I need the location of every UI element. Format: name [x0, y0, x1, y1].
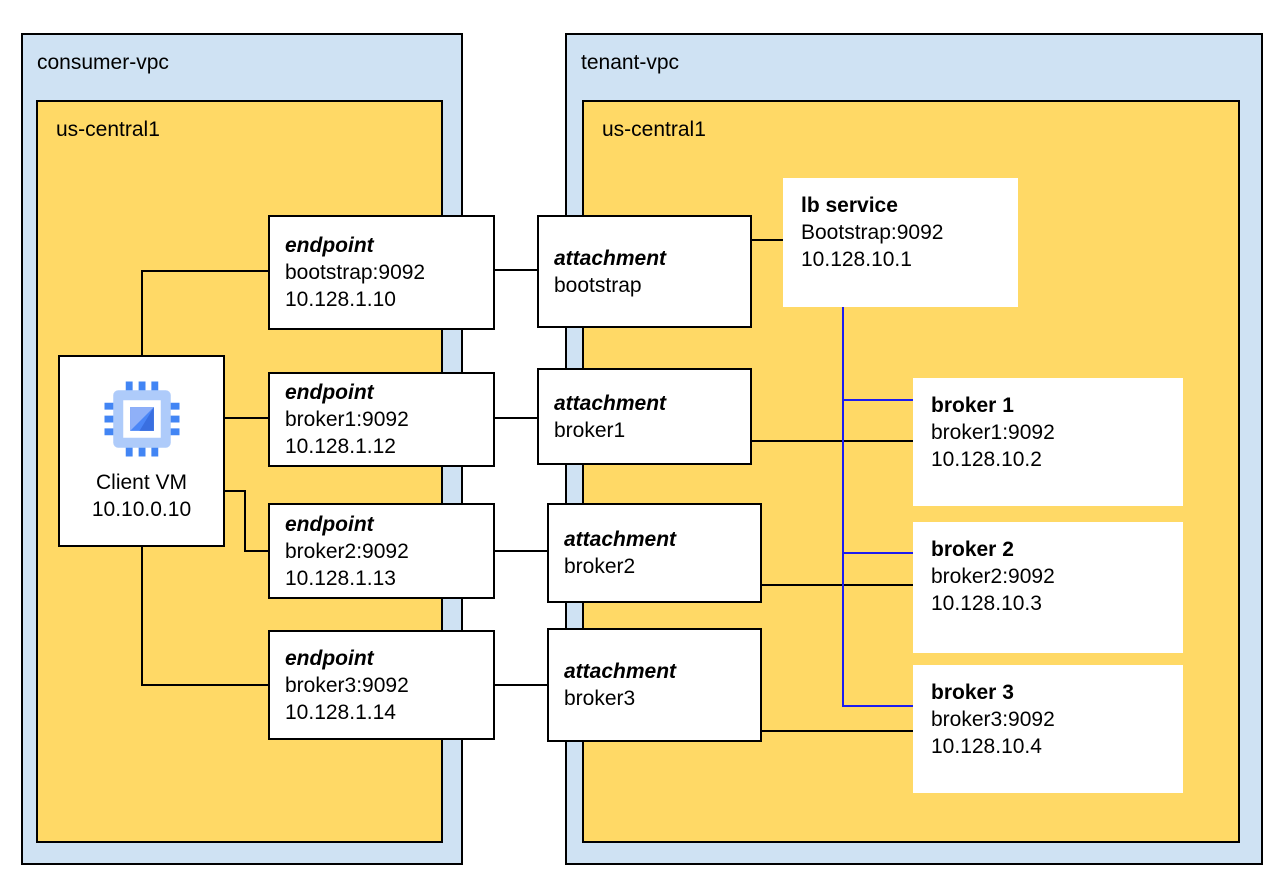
- lb-service-node: lb service Bootstrap:9092 10.128.10.1: [783, 178, 1018, 307]
- lb-service-title: lb service: [801, 194, 898, 217]
- attachment-name: broker2: [564, 555, 636, 578]
- broker-ip: 10.128.10.4: [931, 735, 1042, 758]
- client-vm-name: Client VM: [95, 471, 188, 494]
- connector-endpoint3-attachment3: [495, 550, 547, 552]
- endpoint-ip: 10.128.1.10: [285, 288, 396, 311]
- connector-vm-endpoint1-v: [141, 270, 143, 356]
- connector-vm-endpoint1-h: [141, 270, 268, 272]
- endpoint-host: broker3:9092: [285, 673, 409, 697]
- attachment-title: attachment: [554, 246, 667, 270]
- endpoint-broker3-node: endpoint broker3:9092 10.128.1.14: [268, 630, 495, 740]
- connector-attachment3-broker2: [762, 584, 913, 586]
- broker-ip: 10.128.10.3: [931, 592, 1042, 615]
- connector-vm-endpoint3-h2: [244, 550, 268, 552]
- tenant-region-label: us-central1: [602, 118, 706, 141]
- consumer-region-label: us-central1: [56, 118, 160, 141]
- connector-endpoint2-attachment2: [495, 417, 537, 419]
- endpoint-bootstrap-node: endpoint bootstrap:9092 10.128.1.10: [268, 215, 495, 330]
- tenant-vpc-label: tenant-vpc: [581, 51, 680, 74]
- attachment-name: bootstrap: [554, 273, 642, 297]
- attachment-title: attachment: [554, 391, 667, 415]
- endpoint-broker1-node: endpoint broker1:9092 10.128.1.12: [268, 372, 495, 467]
- attachment-broker1-node: attachment broker1: [537, 368, 752, 465]
- attachment-title: attachment: [564, 660, 677, 683]
- endpoint-host: bootstrap:9092: [285, 261, 426, 284]
- connector-vm-endpoint3-h1: [225, 490, 246, 492]
- broker-title: broker 3: [931, 681, 1014, 704]
- broker-title: broker 2: [931, 538, 1014, 561]
- endpoint-title: endpoint: [285, 512, 374, 536]
- lb-fanout-broker3: [842, 705, 913, 707]
- attachment-name: broker3: [564, 687, 636, 710]
- consumer-vpc-label: consumer-vpc: [37, 51, 169, 74]
- lb-service-ip: 10.128.10.1: [801, 248, 912, 271]
- lb-service-host: Bootstrap:9092: [801, 221, 944, 244]
- connector-vm-endpoint3-v: [244, 490, 246, 552]
- endpoint-ip: 10.128.1.13: [285, 566, 396, 590]
- connector-vm-endpoint2-h: [225, 417, 268, 419]
- connector-attachment4-broker3: [762, 730, 913, 732]
- connector-attachment2-broker1: [752, 440, 913, 442]
- endpoint-title: endpoint: [285, 381, 374, 404]
- lb-fanout-broker1: [842, 399, 913, 401]
- broker2-node: broker 2 broker2:9092 10.128.10.3: [913, 522, 1183, 653]
- broker-ip: 10.128.10.2: [931, 448, 1042, 471]
- connector-vm-endpoint4-h: [141, 684, 268, 686]
- broker-host: broker3:9092: [931, 708, 1055, 731]
- connector-vm-endpoint4-v: [141, 547, 143, 686]
- client-vm-node: Client VM 10.10.0.10: [58, 355, 225, 547]
- attachment-name: broker1: [554, 418, 626, 442]
- endpoint-broker2-node: endpoint broker2:9092 10.128.1.13: [268, 503, 495, 599]
- lb-fanout-broker2: [842, 552, 913, 554]
- lb-fanout-vertical: [842, 307, 844, 707]
- connector-endpoint1-attachment1: [495, 269, 537, 271]
- attachment-broker2-node: attachment broker2: [547, 503, 762, 603]
- client-vm-ip: 10.10.0.10: [91, 498, 192, 521]
- endpoint-ip: 10.128.1.12: [285, 435, 396, 458]
- compute-engine-chip-icon: [104, 381, 179, 457]
- attachment-broker3-node: attachment broker3: [547, 628, 762, 742]
- endpoint-host: broker1:9092: [285, 408, 409, 431]
- endpoint-title: endpoint: [285, 646, 374, 670]
- attachment-title: attachment: [564, 528, 677, 551]
- broker3-node: broker 3 broker3:9092 10.128.10.4: [913, 665, 1183, 793]
- connector-attachment1-lbservice: [752, 239, 783, 241]
- endpoint-title: endpoint: [285, 234, 374, 257]
- endpoint-host: broker2:9092: [285, 539, 409, 563]
- broker-host: broker2:9092: [931, 565, 1055, 588]
- broker-title: broker 1: [931, 394, 1014, 417]
- broker1-node: broker 1 broker1:9092 10.128.10.2: [913, 378, 1183, 506]
- attachment-bootstrap-node: attachment bootstrap: [537, 215, 752, 328]
- connector-endpoint4-attachment4: [495, 684, 547, 686]
- endpoint-ip: 10.128.1.14: [285, 700, 396, 724]
- broker-host: broker1:9092: [931, 421, 1055, 444]
